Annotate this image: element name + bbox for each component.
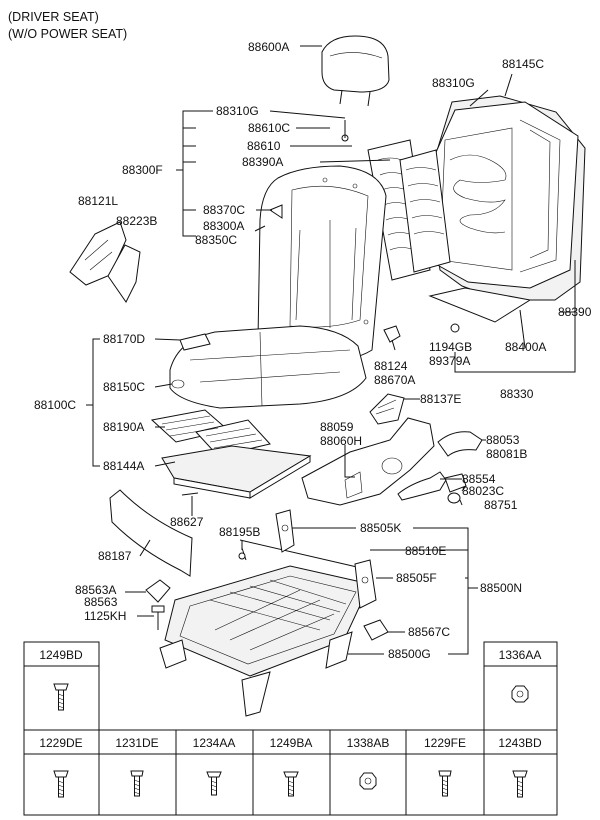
label-88300A: 88300A bbox=[203, 219, 244, 233]
fastener-table: 1249BD 1336AA 1229DE 1231DE 1234AA 1249B… bbox=[23, 641, 558, 816]
label-89379A: 89379A bbox=[429, 354, 470, 368]
header-line-1: (DRIVER SEAT) bbox=[8, 10, 99, 24]
label-88330: 88330 bbox=[500, 387, 534, 401]
label-88023C: 88023C bbox=[462, 484, 504, 498]
screw-icon bbox=[53, 770, 69, 798]
fastener-1243BD: 1243BD bbox=[498, 736, 542, 750]
label-88610: 88610 bbox=[247, 139, 281, 153]
fastener-1338AB: 1338AB bbox=[347, 736, 390, 750]
label-88400A: 88400A bbox=[505, 340, 546, 354]
label-1194GB: 1194GB bbox=[429, 340, 472, 354]
side-brackets bbox=[275, 509, 377, 609]
label-88554: 88554 bbox=[462, 472, 496, 486]
side-shield-outer bbox=[301, 417, 435, 506]
label-88190A: 88190A bbox=[103, 420, 144, 434]
fastener-1234AA: 1234AA bbox=[193, 736, 236, 750]
label-1125KH: 1125KH bbox=[84, 609, 126, 623]
label-88370C: 88370C bbox=[203, 203, 245, 217]
label-88053: 88053 bbox=[486, 433, 520, 447]
label-88610C: 88610C bbox=[248, 121, 290, 135]
label-88563: 88563 bbox=[84, 595, 118, 609]
label-88500G: 88500G bbox=[388, 647, 431, 661]
label-88059: 88059 bbox=[320, 420, 354, 434]
label-88510E: 88510E bbox=[405, 544, 446, 558]
label-88567C: 88567C bbox=[408, 625, 450, 639]
back-cover-panel bbox=[428, 287, 532, 349]
label-88060H: 88060H bbox=[320, 434, 362, 448]
label-88390: 88390 bbox=[558, 305, 592, 319]
nut-icon bbox=[359, 772, 377, 790]
label-88505F: 88505F bbox=[396, 571, 437, 585]
screw-icon bbox=[438, 770, 452, 797]
heater-mat-seat bbox=[150, 409, 271, 457]
label-88150C: 88150C bbox=[103, 380, 145, 394]
label-88300F: 88300F bbox=[122, 163, 163, 177]
label-88350C: 88350C bbox=[195, 233, 237, 247]
screw-icon bbox=[206, 771, 222, 796]
label-88100C: 88100C bbox=[34, 398, 76, 412]
label-88751: 88751 bbox=[484, 498, 518, 512]
fastener-1249BD: 1249BD bbox=[39, 648, 83, 662]
label-88627: 88627 bbox=[170, 515, 204, 529]
label-88600A: 88600A bbox=[248, 40, 289, 54]
seat-track-frame bbox=[159, 539, 371, 717]
headrest bbox=[300, 35, 390, 107]
label-88081B: 88081B bbox=[486, 447, 527, 461]
header-line-2: (W/O POWER SEAT) bbox=[8, 27, 127, 41]
fastener-1231DE: 1231DE bbox=[115, 736, 158, 750]
label-88505K: 88505K bbox=[360, 521, 401, 535]
label-88187: 88187 bbox=[98, 549, 132, 563]
screw-icon bbox=[130, 770, 144, 797]
screw-icon bbox=[512, 770, 528, 798]
label-88223B: 88223B bbox=[116, 214, 157, 228]
label-88144A: 88144A bbox=[103, 459, 144, 473]
front-trim bbox=[109, 489, 193, 577]
label-88390A: 88390A bbox=[242, 155, 283, 169]
label-88195B: 88195B bbox=[219, 525, 260, 539]
label-88310G-b: 88310G bbox=[432, 76, 475, 90]
label-88145C: 88145C bbox=[502, 57, 544, 71]
heater-mat-back bbox=[367, 139, 451, 281]
side-shield-trim bbox=[69, 221, 141, 303]
fastener-1336AA: 1336AA bbox=[499, 648, 542, 662]
nut-icon bbox=[511, 685, 529, 703]
label-88121L: 88121L bbox=[78, 194, 118, 208]
bolt-icon bbox=[53, 683, 69, 711]
small-parts bbox=[145, 120, 460, 641]
label-88563A: 88563A bbox=[75, 583, 116, 597]
screw-icon bbox=[283, 771, 299, 797]
recliner-bracket bbox=[369, 393, 405, 425]
seat-back-frame bbox=[427, 73, 586, 301]
part-labels: 88600A 88145C 88310G 88310G 88610C 88610… bbox=[34, 40, 592, 661]
seat-cushion bbox=[169, 325, 367, 409]
label-88124: 88124 bbox=[374, 359, 408, 373]
leader-lines bbox=[86, 110, 576, 655]
label-88137E: 88137E bbox=[420, 392, 461, 406]
fastener-1229FE: 1229FE bbox=[424, 736, 466, 750]
label-88170D: 88170D bbox=[103, 332, 145, 346]
label-88500N: 88500N bbox=[480, 581, 522, 595]
label-88670A: 88670A bbox=[374, 373, 415, 387]
label-88310G-a: 88310G bbox=[216, 104, 259, 118]
seat-pan bbox=[161, 445, 312, 499]
fastener-1249BA: 1249BA bbox=[270, 736, 313, 750]
seat-back-cushion bbox=[257, 165, 387, 363]
fastener-1229DE: 1229DE bbox=[39, 736, 82, 750]
